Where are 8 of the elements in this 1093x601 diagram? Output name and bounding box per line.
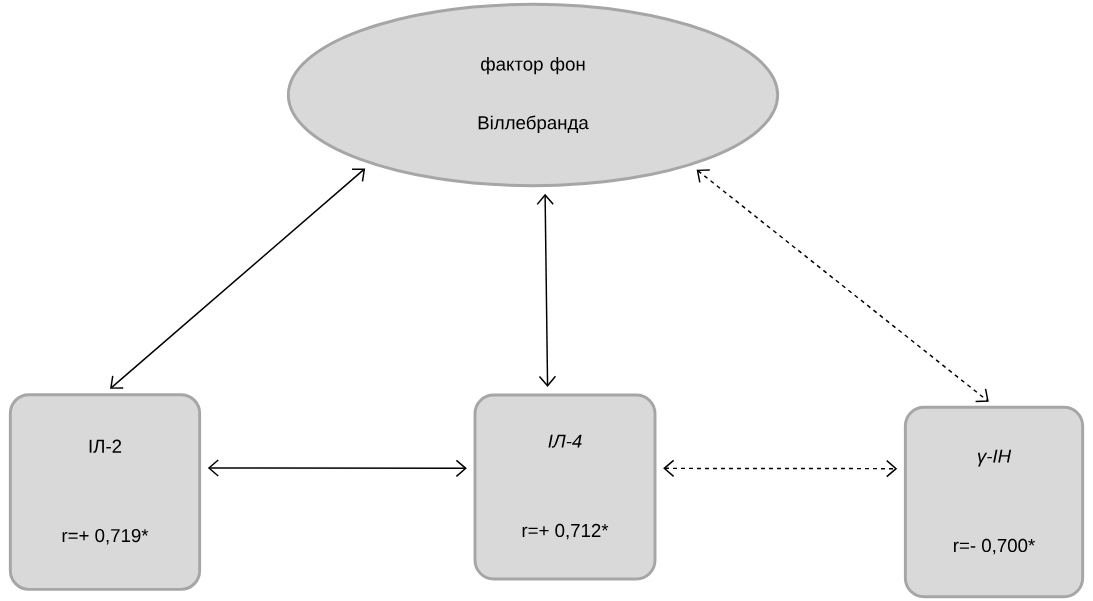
marker-box: ІЛ-2 r=+ 0,719* — [8, 393, 202, 591]
marker-box: ІЛ-4 r=+ 0,712* — [473, 393, 657, 581]
double-arrow — [207, 459, 467, 478]
dashed-double-arrow — [696, 169, 989, 403]
double-arrow — [536, 193, 557, 387]
dashed-double-arrow — [663, 459, 898, 478]
marker-box: γ-ІН r=- 0,700* — [903, 405, 1085, 599]
double-arrow — [110, 168, 366, 389]
